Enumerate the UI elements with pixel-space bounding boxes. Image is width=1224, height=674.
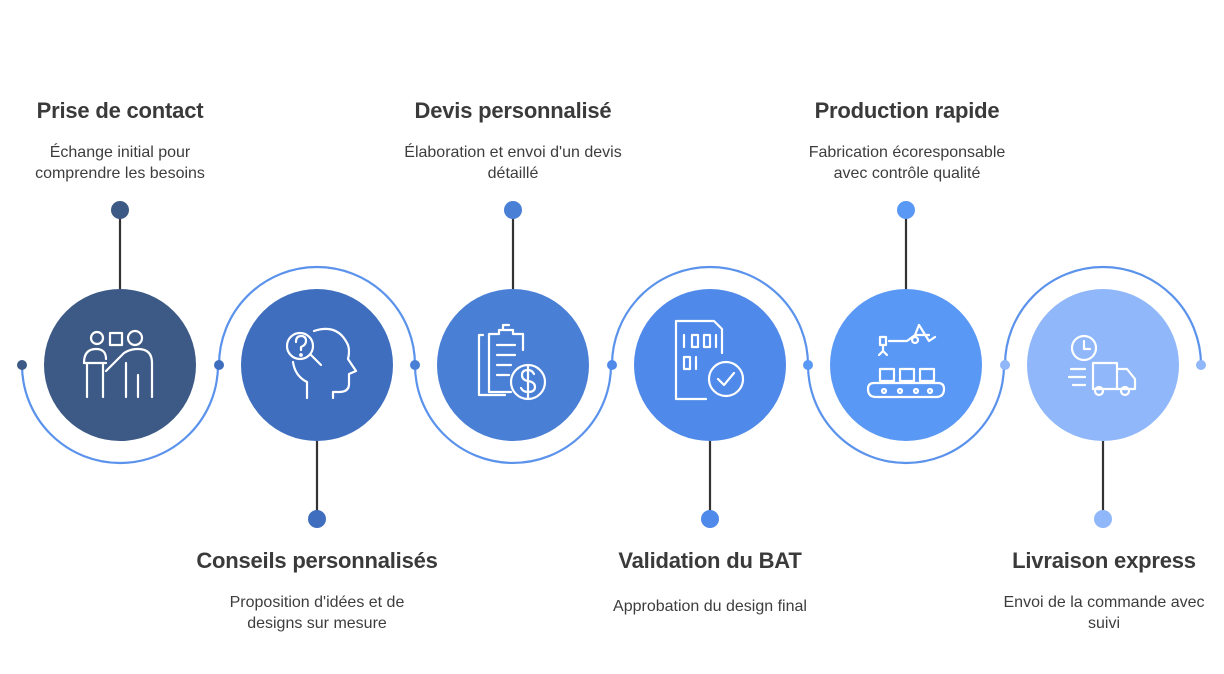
step-3-label: Devis personnalisé Élaboration et envoi … (378, 98, 648, 184)
step-4-circle (634, 289, 786, 441)
junction-dot-4 (607, 360, 617, 370)
step-4-title: Validation du BAT (618, 548, 802, 573)
junction-dot-3 (410, 360, 420, 370)
step-4-marker-dot (701, 510, 719, 528)
meeting-people-icon (82, 329, 154, 399)
step-4-description: Approbation du design final (588, 596, 832, 617)
step-3-title: Devis personnalisé (414, 98, 612, 123)
step-6-circle (1027, 289, 1179, 441)
step-6-marker-dot (1094, 510, 1112, 528)
clipboard-dollar-icon (477, 323, 547, 401)
step-2-circle (241, 289, 393, 441)
step-4-desc-line-1: Approbation du design final (613, 598, 807, 615)
step-6-title: Livraison express (1012, 548, 1196, 573)
step-5-marker-dot (897, 201, 915, 219)
step-3-connector-arc (413, 364, 613, 465)
junction-dot-6 (1000, 360, 1010, 370)
junction-dot-5 (803, 360, 813, 370)
step-5-description: Fabrication écoresponsable avec contrôle… (782, 142, 1032, 184)
step-6-desc-line-2: suivi (1087, 615, 1120, 632)
clock-truck-icon (1067, 334, 1137, 397)
document-check-icon (674, 319, 745, 401)
step-2-desc-line-1: Proposition d'idées et de (229, 594, 405, 611)
step-6-label: Livraison express Envoi de la commande a… (978, 548, 1224, 634)
step-6-description: Envoi de la commande avec suivi (978, 592, 1224, 634)
step-5-connector-arc (806, 364, 1006, 465)
step-1-title: Prise de contact (36, 98, 204, 123)
step-3-desc-line-1: Élaboration et envoi d'un devis (404, 144, 622, 161)
step-4-label: Validation du BAT Approbation du design … (588, 548, 832, 617)
step-3-description: Élaboration et envoi d'un devis détaillé (378, 142, 648, 184)
step-3-circle (437, 289, 589, 441)
junction-dot-2 (214, 360, 224, 370)
step-5-desc-line-1: Fabrication écoresponsable (808, 144, 1006, 161)
step-5-title: Production rapide (814, 98, 1000, 123)
step-2-description: Proposition d'idées et de designs sur me… (187, 592, 447, 634)
step-1-description: Échange initial pour comprendre les beso… (12, 142, 228, 184)
step-1-desc-line-1: Échange initial pour (49, 144, 191, 161)
step-4-connector-arc (610, 265, 810, 366)
step-1-desc-line-2: comprendre les besoins (35, 165, 205, 182)
step-2-label: Conseils personnalisés Proposition d'idé… (187, 548, 447, 634)
head-question-icon (285, 327, 358, 400)
junction-dot-1 (17, 360, 27, 370)
step-5-desc-line-2: avec contrôle qualité (833, 165, 981, 182)
step-1-label: Prise de contact Échange initial pour co… (12, 98, 228, 184)
step-3-desc-line-2: détaillé (487, 165, 539, 182)
step-1-circle (44, 289, 196, 441)
junction-dot-7 (1196, 360, 1206, 370)
step-3-marker-dot (504, 201, 522, 219)
robot-conveyor-icon (866, 323, 946, 399)
step-5-label: Production rapide Fabrication écorespons… (782, 98, 1032, 184)
step-2-connector-arc (217, 265, 417, 366)
step-1-marker-dot (111, 201, 129, 219)
step-2-marker-dot (308, 510, 326, 528)
step-6-desc-line-1: Envoi de la commande avec (1003, 594, 1205, 611)
step-2-desc-line-2: designs sur mesure (247, 615, 387, 632)
step-2-title: Conseils personnalisés (196, 548, 438, 573)
step-1-connector-arc (20, 364, 220, 465)
step-5-circle (830, 289, 982, 441)
step-6-connector-arc (1003, 265, 1203, 366)
